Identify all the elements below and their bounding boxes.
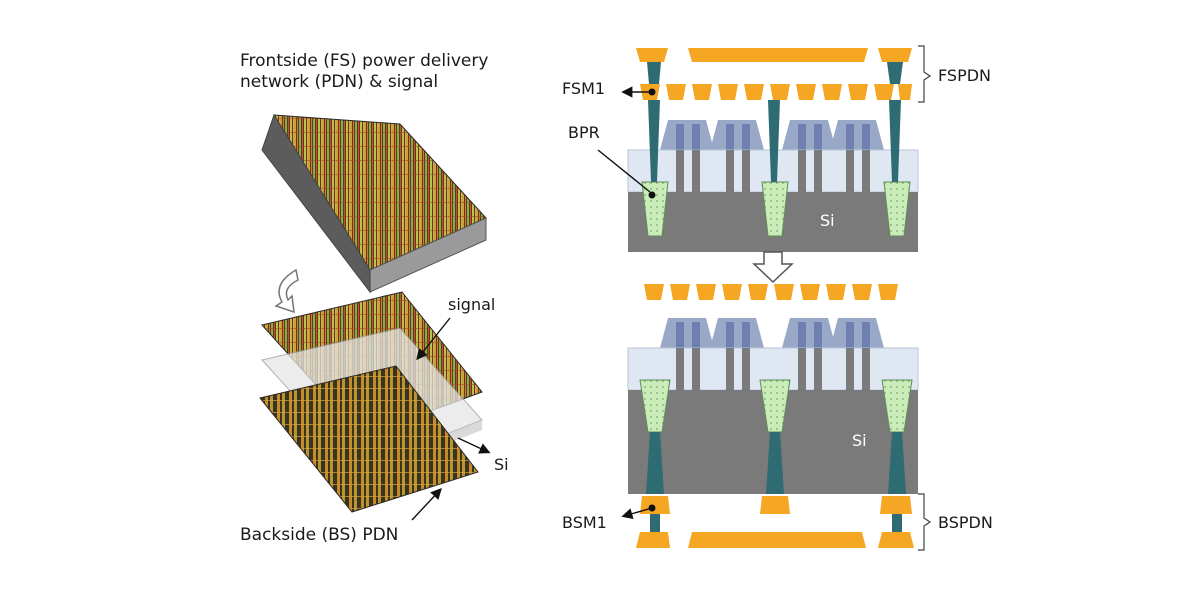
fs-metal-bar [688, 48, 868, 62]
fsm1-row [640, 84, 912, 100]
label-si-bottom: Si [852, 431, 867, 450]
down-arrow-icon [752, 251, 794, 284]
rotate-arrow-icon [274, 268, 299, 314]
label-bsm1: BSM1 [562, 513, 607, 532]
label-backside-pdn: Backside (BS) PDN [240, 525, 398, 545]
si-pointer [457, 437, 491, 454]
bsm1-dot [648, 504, 656, 512]
bs-top-metal-row [644, 284, 898, 300]
bs-vias [646, 432, 906, 532]
bs-metal-pad-left [636, 532, 670, 548]
label-si-top: Si [820, 211, 835, 230]
fs-vias [647, 62, 903, 182]
fs-metal-pad-right [878, 48, 912, 62]
bspdn-brace [918, 493, 932, 551]
fs-fins [660, 120, 884, 150]
label-bspdn: BSPDN [938, 513, 993, 532]
fs-structure: Si FSPDN FSM1 BPR [562, 45, 991, 252]
label-si-left: Si [494, 455, 509, 474]
bs-fins [660, 318, 884, 348]
left-panel: Frontside (FS) power delivery network (P… [240, 51, 509, 545]
bs-fin-posts [676, 348, 870, 390]
bpr-dot [648, 191, 656, 199]
label-fsm1: FSM1 [562, 79, 605, 98]
bs-structure: Si BSPDN BSM1 [562, 284, 993, 551]
left-title-line2: network (PDN) & signal [240, 72, 438, 92]
fs-metal-pad-left [636, 48, 668, 62]
bsm1-pointer [621, 507, 653, 520]
bs-metal-pad-right [878, 532, 914, 548]
fs-chip [261, 113, 487, 294]
label-fspdn: FSPDN [938, 66, 991, 85]
left-title-line1: Frontside (FS) power delivery [240, 51, 488, 71]
bs-pdn-layer [259, 365, 479, 513]
fs-fin-posts [676, 150, 870, 192]
fspdn-brace [918, 45, 932, 103]
bpr-pointer [597, 149, 651, 193]
backside-pointer [411, 487, 442, 521]
bs-metal-bar [688, 532, 866, 548]
fsm1-dot [648, 88, 656, 96]
label-signal: signal [448, 295, 495, 314]
bs-bpr-rails [639, 379, 913, 433]
fs-bpr-rails [641, 181, 911, 237]
bsm1-row [640, 496, 912, 514]
label-bpr: BPR [568, 123, 600, 142]
signal-pointer [416, 317, 451, 361]
